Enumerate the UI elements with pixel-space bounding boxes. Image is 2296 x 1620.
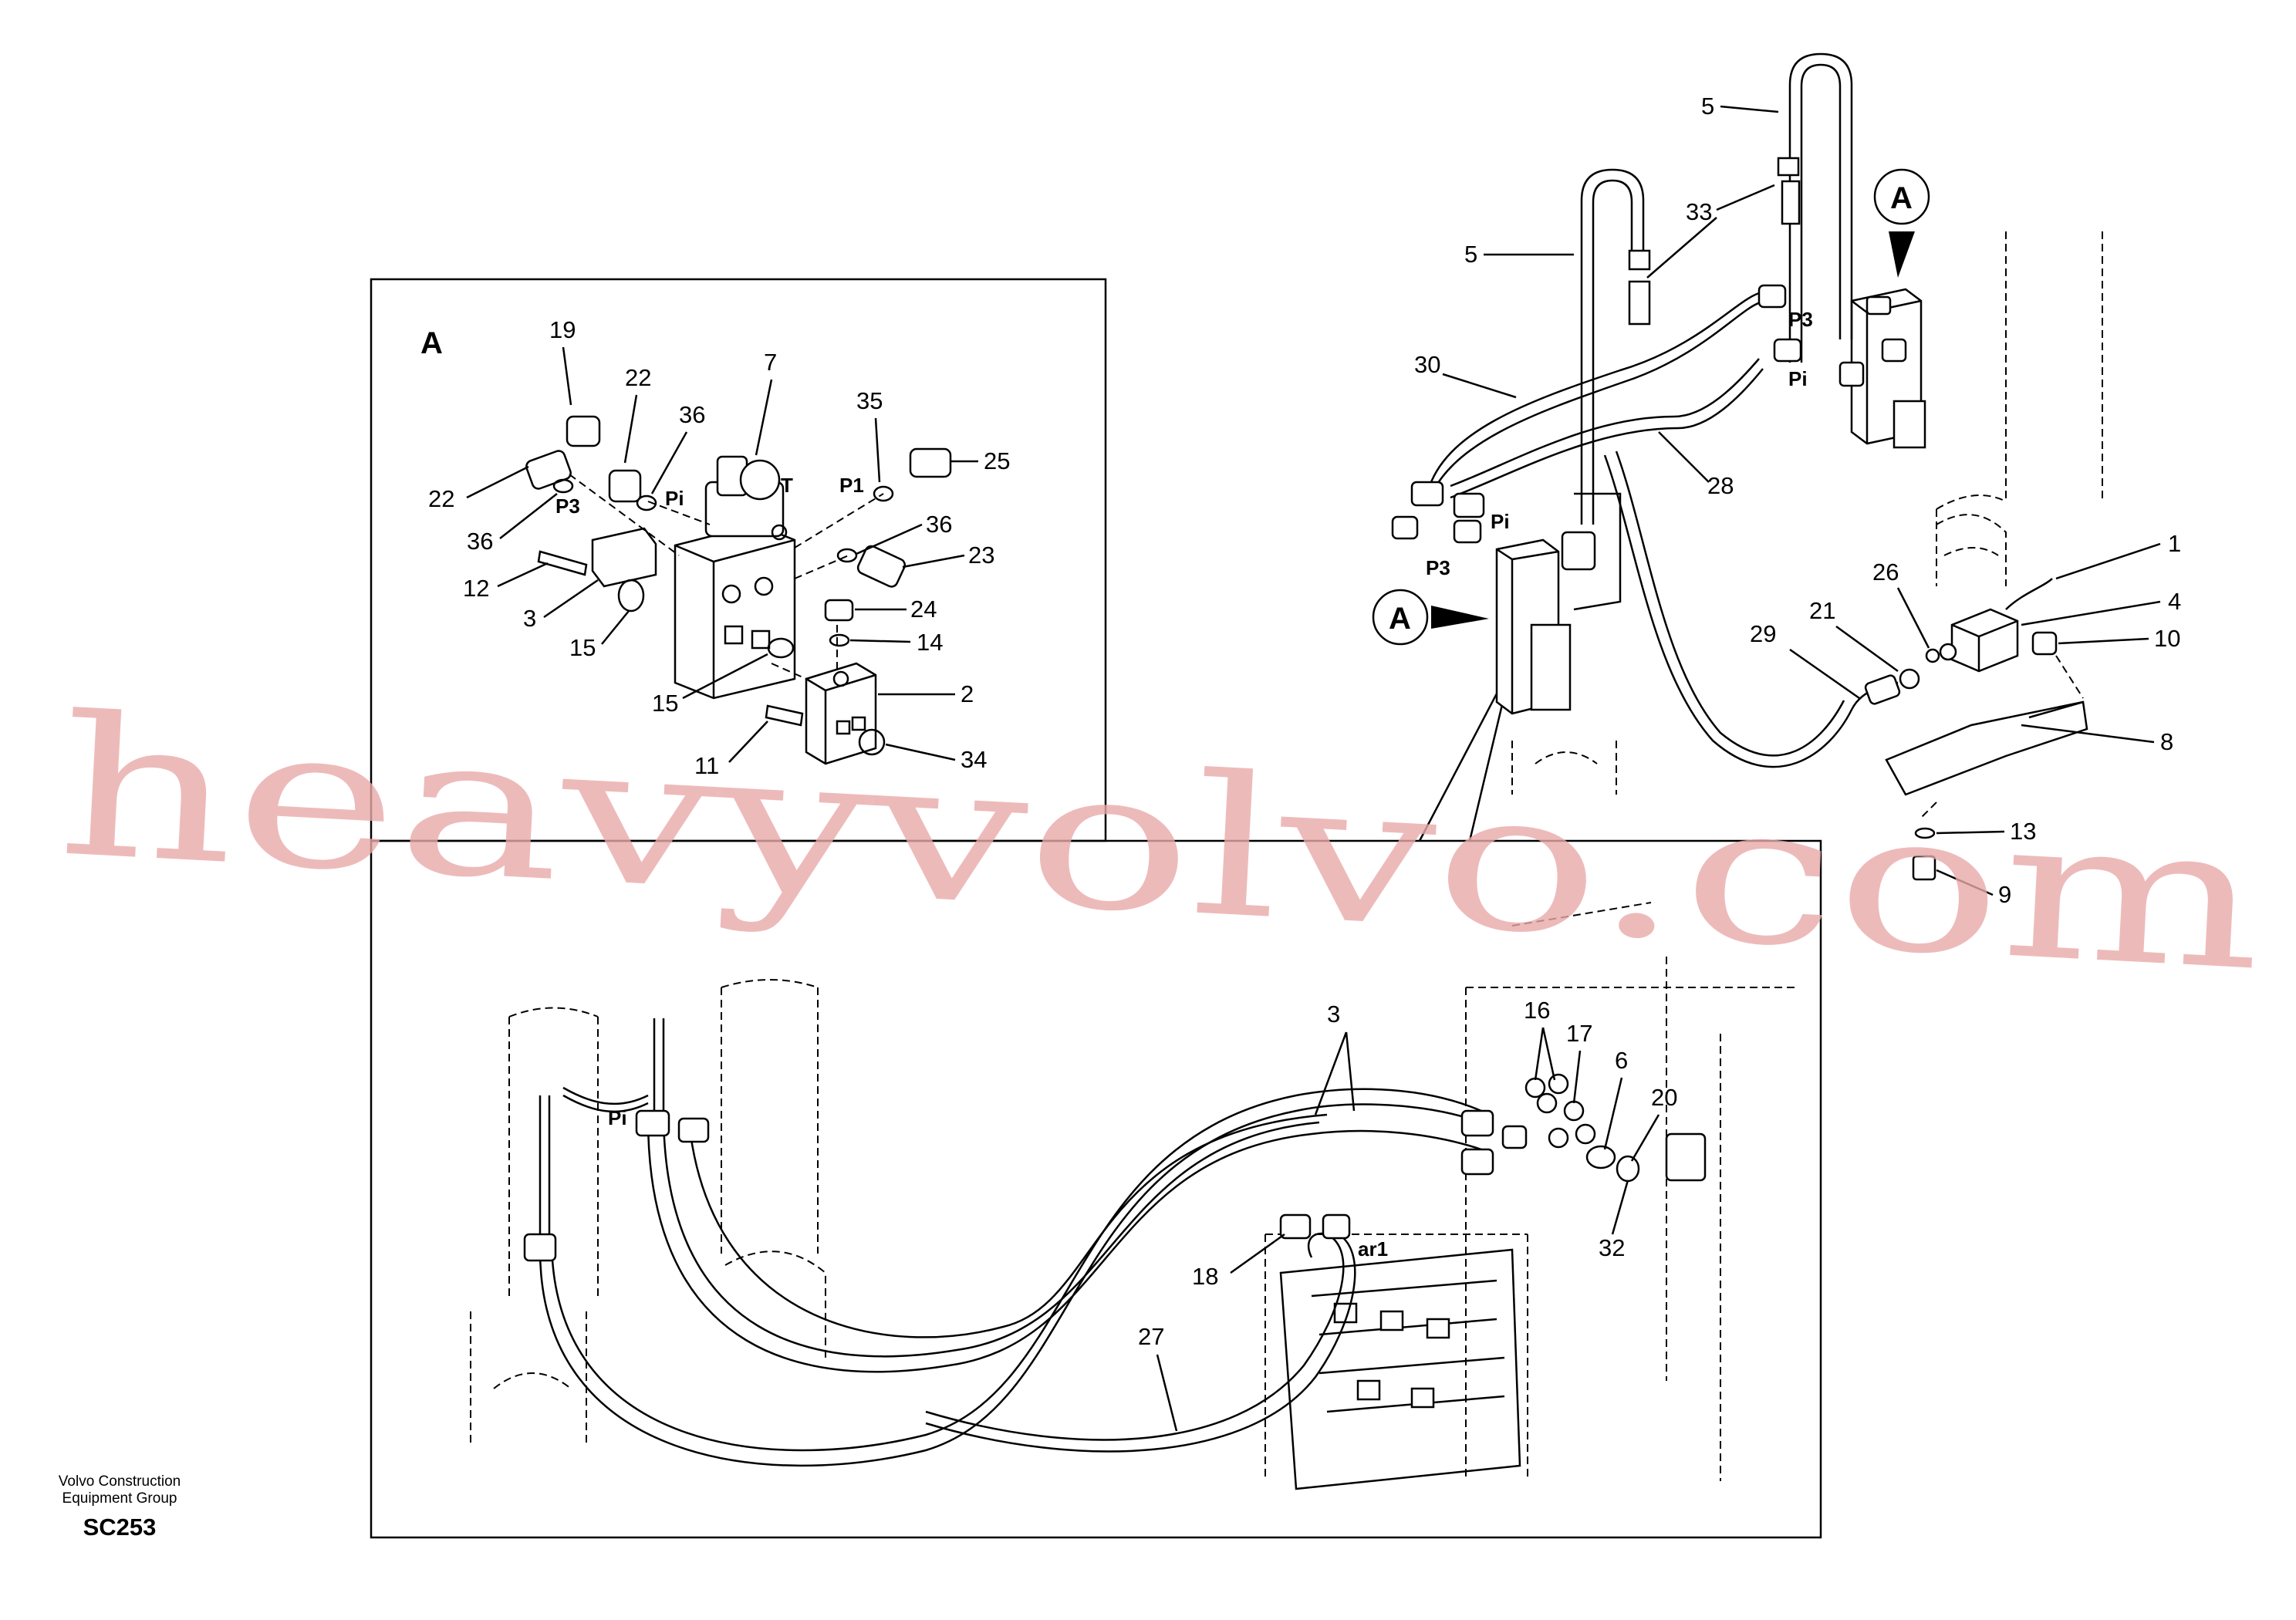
port-p3-inset: P3: [555, 494, 580, 518]
callout-23: 23: [968, 542, 994, 569]
pipes-5: [1580, 52, 1853, 525]
inset-callouts: 19 22 36 7 35 25 22 36 36 23 12 3 15: [428, 316, 1010, 779]
control-valve-bank: [1279, 1248, 1521, 1490]
port-pi-main: Pi: [1491, 510, 1510, 533]
bracket-8: [1885, 700, 2088, 796]
credit-line-1: Volvo Construction: [58, 1473, 181, 1490]
port-pi-lower: Pi: [608, 1106, 627, 1129]
callout-18: 18: [1192, 1263, 1218, 1290]
callout-8: 8: [2160, 728, 2173, 755]
watermark-text: heavyvolvo.com: [53, 673, 2268, 1013]
callout-17: 17: [1566, 1020, 1592, 1047]
callout-3: 3: [1327, 1001, 1340, 1028]
credit-line-2: Equipment Group: [62, 1490, 177, 1507]
callout-3: 3: [523, 605, 536, 632]
detail-marker-a-top: A: [1873, 168, 1930, 278]
hoses-lower: [539, 1086, 1482, 1467]
callout-36: 36: [926, 511, 952, 538]
callout-13: 13: [2010, 818, 2036, 845]
callout-22: 22: [428, 485, 454, 512]
port-p3-main: P3: [1426, 556, 1450, 579]
main-view: P3 Pi Pi P3 A A 5 5 33 30 28 1: [1372, 52, 2181, 908]
detail-a-inset: A: [370, 278, 1107, 842]
callout-25: 25: [984, 447, 1010, 474]
lower-detail-inset: 3 16 17 6 20 32 18 27 Pi ar1: [370, 678, 1822, 1539]
callout-14: 14: [917, 629, 943, 656]
callout-30: 30: [1414, 351, 1440, 378]
plate-3: [591, 527, 657, 588]
callout-16: 16: [1524, 997, 1550, 1024]
callout-20: 20: [1651, 1084, 1677, 1111]
hoses-main: [1391, 284, 1920, 768]
callout-6: 6: [1615, 1047, 1628, 1074]
port-t-inset: T: [781, 474, 793, 497]
callout-5: 5: [1464, 241, 1477, 268]
callout-4: 4: [2168, 588, 2181, 615]
detail-marker-a-left: A: [1372, 589, 1489, 646]
callout-2: 2: [961, 680, 974, 707]
valve-block-main-left: [1495, 492, 1622, 715]
valve-block-main-right: [1838, 288, 1926, 449]
port-p3-main: P3: [1788, 308, 1813, 331]
solenoid-4: [1925, 578, 2058, 673]
callout-36: 36: [679, 401, 705, 428]
svg-text:A: A: [1890, 181, 1913, 215]
valve-block-7: [674, 455, 796, 700]
callout-22: 22: [625, 364, 651, 391]
inset-title: A: [420, 326, 443, 360]
main-callouts: 5 5 33 30 28 1 4 10 26 21 29 8 13: [1414, 93, 2181, 908]
callout-7: 7: [764, 349, 777, 376]
callout-33: 33: [1686, 198, 1712, 225]
bolt-9-and-washer-13: [1912, 827, 1936, 881]
callout-34: 34: [961, 746, 987, 773]
callout-11: 11: [694, 752, 719, 779]
callout-35: 35: [856, 387, 883, 414]
callout-21: 21: [1809, 597, 1835, 624]
callout-26: 26: [1872, 559, 1899, 586]
port-pi-inset: Pi: [665, 487, 684, 510]
callout-5: 5: [1701, 93, 1714, 120]
callout-15: 15: [569, 634, 596, 661]
callout-24: 24: [910, 596, 937, 623]
callout-15: 15: [652, 690, 678, 717]
block-2: [805, 662, 877, 765]
port-ar1: ar1: [1358, 1237, 1388, 1261]
callout-10: 10: [2154, 625, 2180, 652]
lower-fittings: [523, 1018, 1707, 1262]
callout-1: 1: [2168, 530, 2181, 557]
callout-32: 32: [1599, 1234, 1625, 1261]
callout-27: 27: [1138, 1323, 1164, 1350]
callout-36: 36: [467, 528, 493, 555]
port-p1-inset: P1: [839, 474, 864, 497]
credit-block: Volvo Construction Equipment Group SC253: [39, 1473, 201, 1541]
drawing-code: SC253: [83, 1514, 157, 1541]
inset-fittings: [525, 415, 952, 756]
port-pi-main: Pi: [1788, 367, 1808, 390]
svg-text:A: A: [1389, 602, 1411, 636]
callout-12: 12: [463, 575, 489, 602]
lower-callouts: 3 16 17 6 20 32 18 27 Pi ar1: [608, 997, 1677, 1432]
callout-9: 9: [1998, 881, 2011, 908]
callout-28: 28: [1707, 472, 1734, 499]
callout-29: 29: [1750, 620, 1776, 647]
callout-19: 19: [549, 316, 576, 343]
